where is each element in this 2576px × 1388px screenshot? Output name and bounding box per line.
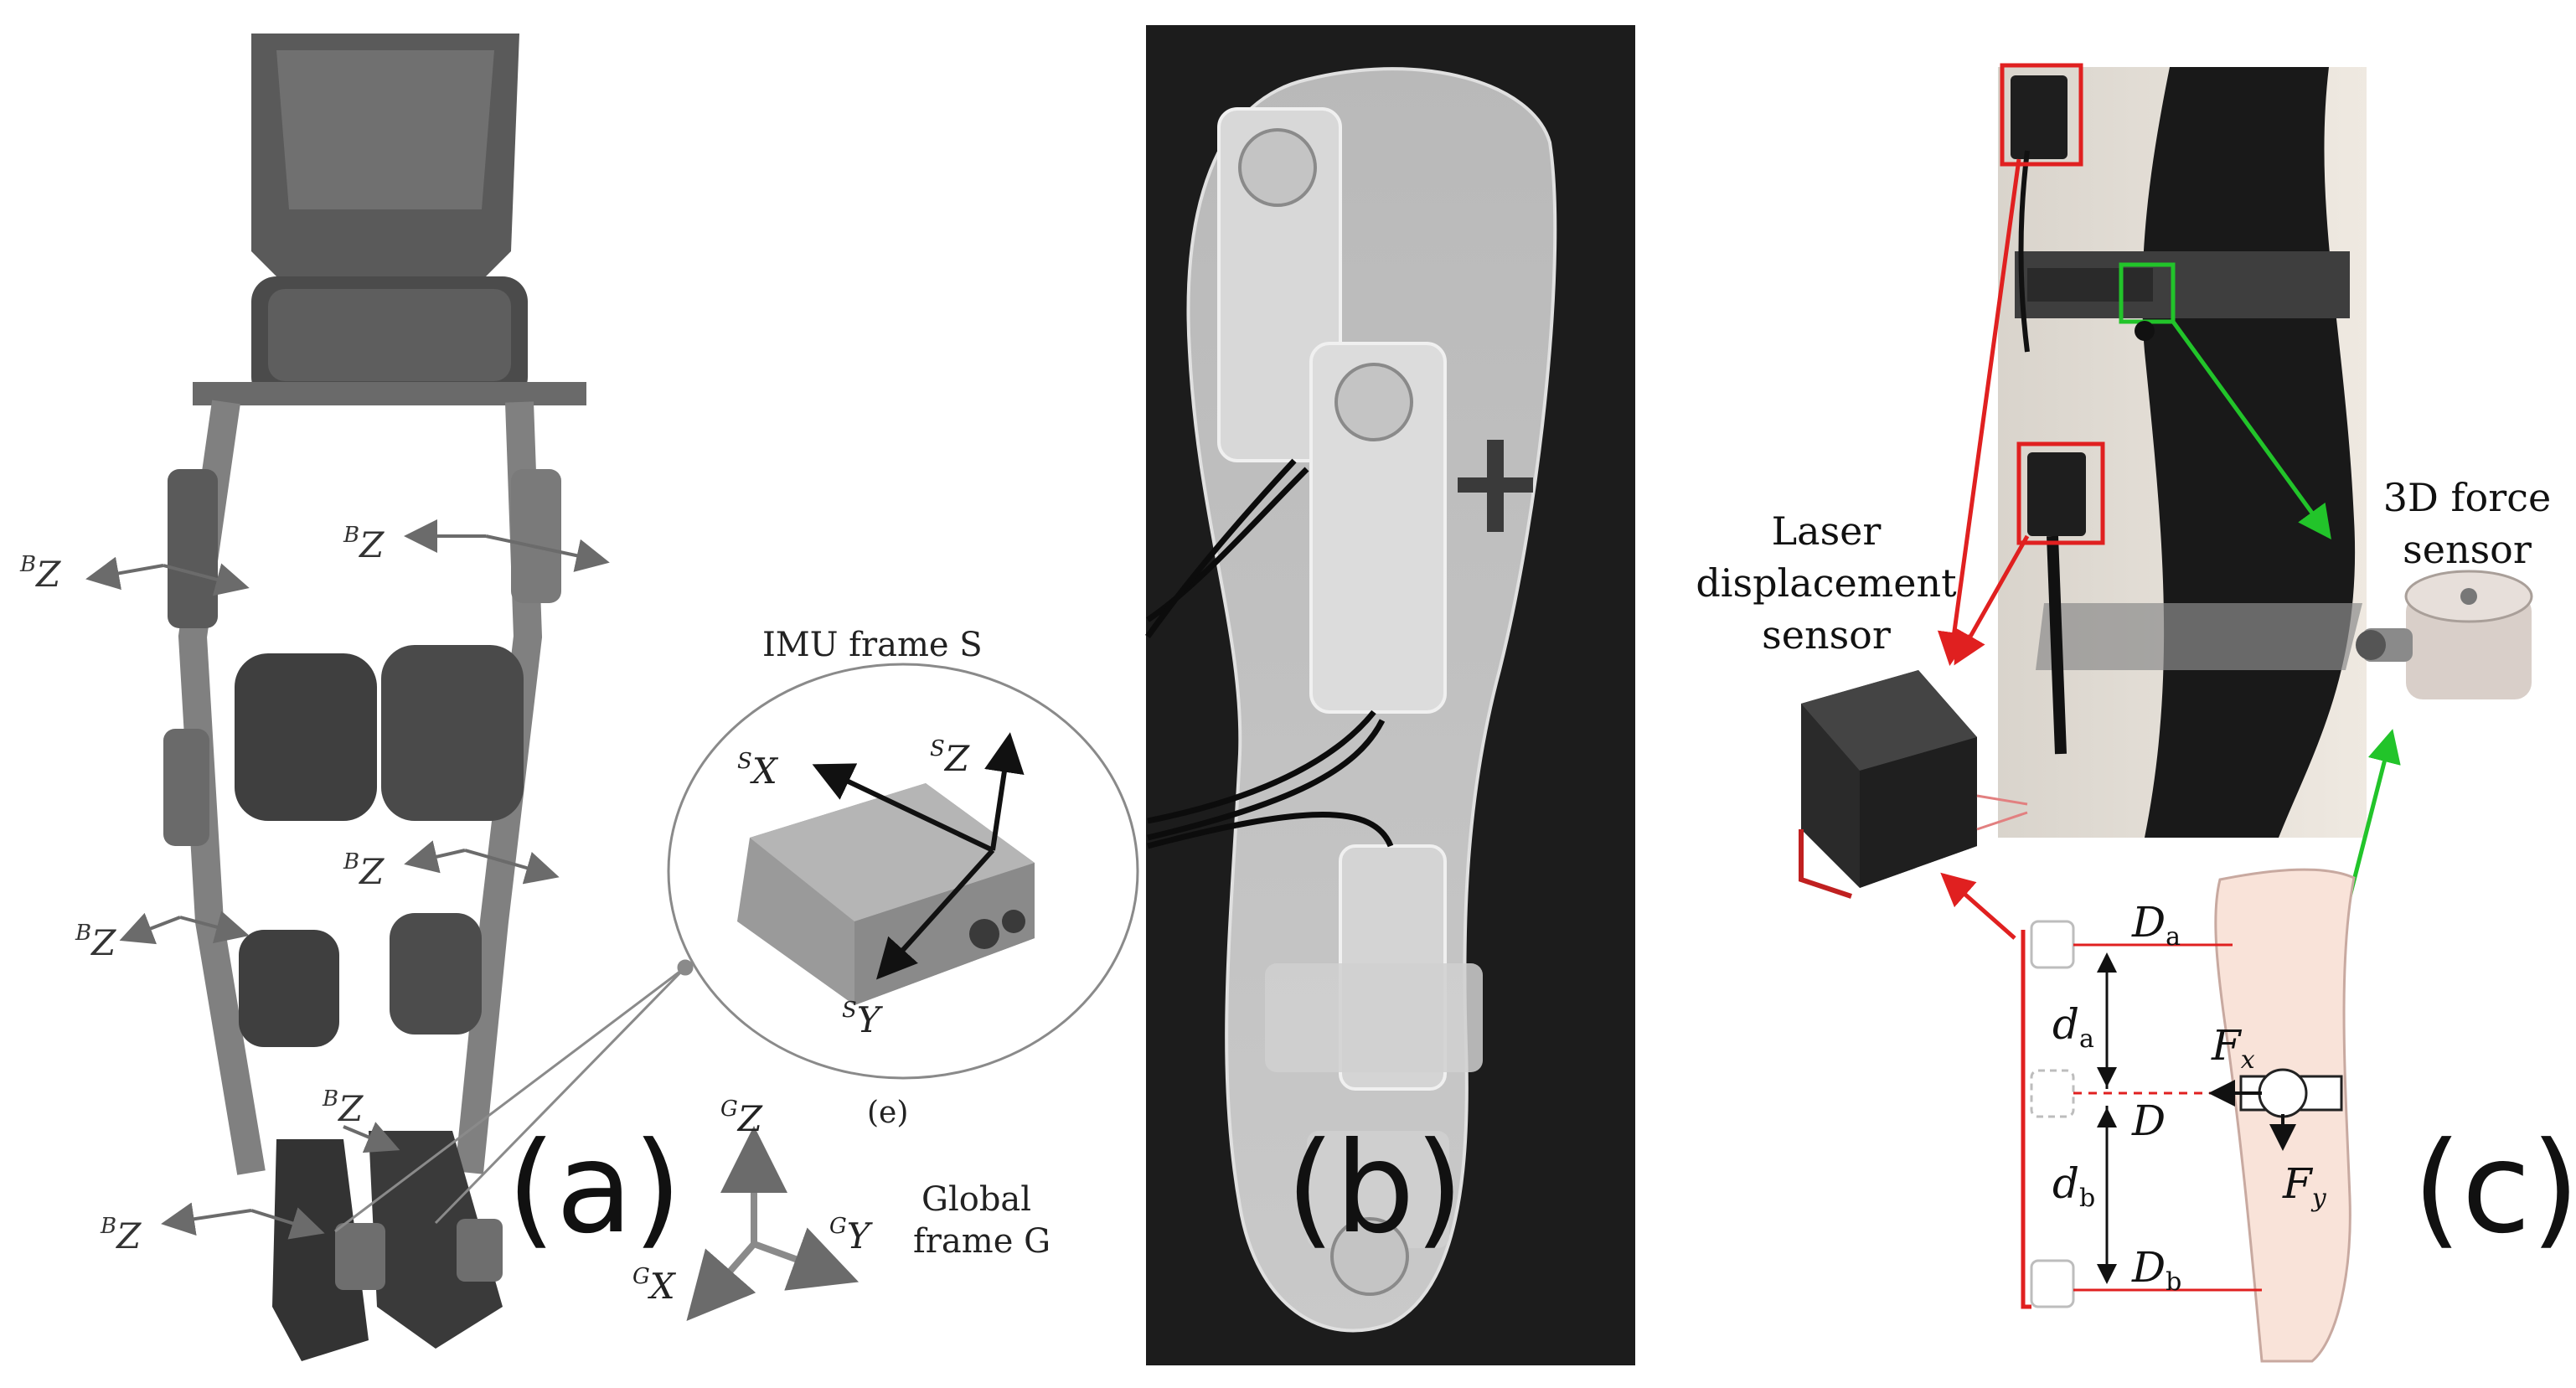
panel-c-label: (c) [2413, 1116, 2576, 1262]
imu-frame-title: IMU frame S [762, 626, 983, 664]
leg-photo [1998, 63, 2367, 838]
schematic-symbols: Da da D db Db Fx Fy [2052, 898, 2327, 1297]
force-label-line1: 3D force [2383, 475, 2551, 520]
pressure-sensors [1217, 107, 1533, 1296]
global-frame-label-line2: frame G [913, 1222, 1051, 1261]
bz-label-upper-left: BZ [19, 552, 61, 595]
panel-a [85, 34, 1139, 1361]
bz-label-mid-left: BZ [75, 921, 116, 963]
sensor-cables [1145, 458, 1394, 849]
laser-callouts [1937, 158, 2031, 1309]
laser-label-line3: sensor [1762, 612, 1891, 658]
imu-axes [812, 732, 1025, 980]
panel-c-sensor-labels: Laser displacement sensor 3D force senso… [1696, 475, 2551, 658]
panel-a-label: (a) [507, 1116, 682, 1262]
symbol-Fx: Fx [2211, 1021, 2255, 1075]
body-frame-arrows [85, 519, 610, 1240]
force-sensor-image [2356, 570, 2533, 699]
bz-labels: BZ BZ BZ BZ BZ BZ [19, 523, 385, 1256]
bz-label-mid-right: BZ [343, 849, 385, 892]
symbol-da: da [2052, 1000, 2094, 1054]
imu-labels: IMU frame S SX SZ SY (e) [737, 626, 983, 1130]
bz-label-upper-right: BZ [343, 523, 385, 565]
force-label-line2: sensor [2403, 527, 2532, 572]
panel-b [1145, 25, 1635, 1365]
global-gy-label: GY [829, 1214, 874, 1256]
symbol-D: D [2131, 1096, 2166, 1145]
panel-c [1799, 63, 2533, 1363]
laser-label-line2: displacement [1696, 560, 1957, 606]
laser-label-line1: Laser [1772, 508, 1882, 554]
imu-inset [667, 663, 1139, 1080]
bz-label-foot-right: BZ [322, 1086, 364, 1129]
laser-sensor-image [1799, 670, 2028, 899]
imu-sy-label: SY [842, 998, 884, 1040]
imu-sx-label: SX [737, 749, 779, 792]
thigh-schematic [2030, 868, 2356, 1363]
symbol-db: db [2052, 1159, 2095, 1213]
exoskeleton-illustration [163, 34, 586, 1361]
imu-sz-label: SZ [930, 736, 970, 779]
imu-callout-lines [334, 959, 694, 1233]
bz-label-foot-left: BZ [100, 1214, 142, 1256]
symbol-Da: Da [2131, 898, 2181, 952]
global-frame-label-line1: Global [921, 1180, 1031, 1219]
panel-b-label: (b) [1286, 1116, 1464, 1262]
global-gx-label: GX [632, 1264, 677, 1307]
global-frame-axes [686, 1126, 860, 1322]
global-frame-labels: GZ GY GX Global frame G [632, 1096, 1051, 1307]
symbol-Db: Db [2131, 1243, 2181, 1297]
global-gz-label: GZ [720, 1096, 763, 1139]
symbol-Fy: Fy [2282, 1159, 2327, 1213]
imu-inset-caption: (e) [867, 1096, 908, 1130]
